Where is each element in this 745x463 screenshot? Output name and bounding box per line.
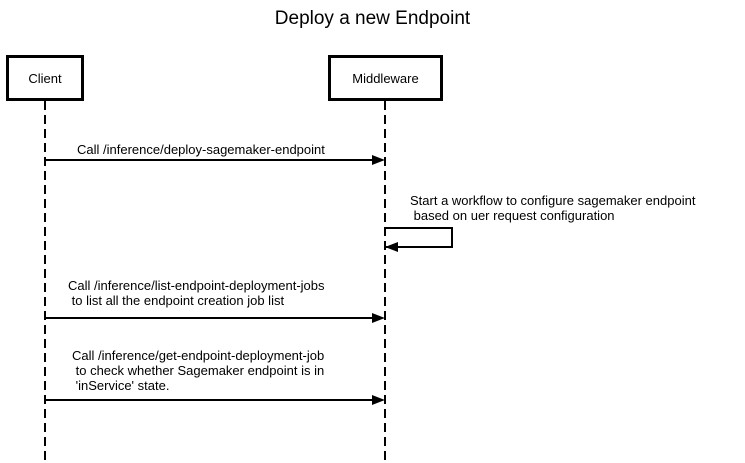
arrowhead-right-icon: [372, 395, 385, 405]
diagram-title: Deploy a new Endpoint: [274, 8, 471, 29]
message-label-list-jobs: Call /inference/list-endpoint-deployment…: [68, 278, 325, 308]
actor-box-middleware: Middleware: [328, 55, 443, 101]
lifeline-client: [44, 101, 46, 463]
actor-label-client: Client: [28, 70, 62, 86]
message-arrow-deploy-endpoint: [45, 159, 373, 161]
message-arrow-get-job: [45, 399, 373, 401]
self-message-loop: [385, 227, 453, 248]
arrowhead-left-icon: [385, 242, 398, 252]
message-arrow-list-jobs: [45, 317, 373, 319]
arrowhead-right-icon: [372, 313, 385, 323]
message-label-start-workflow: Start a workflow to configure sagemaker …: [410, 193, 696, 223]
message-label-deploy-endpoint: Call /inference/deploy-sagemaker-endpoin…: [77, 142, 325, 157]
actor-box-client: Client: [6, 55, 84, 101]
actor-label-middleware: Middleware: [352, 70, 419, 86]
message-label-get-job: Call /inference/get-endpoint-deployment-…: [72, 348, 325, 393]
arrowhead-right-icon: [372, 155, 385, 165]
lifeline-middleware: [384, 101, 386, 463]
